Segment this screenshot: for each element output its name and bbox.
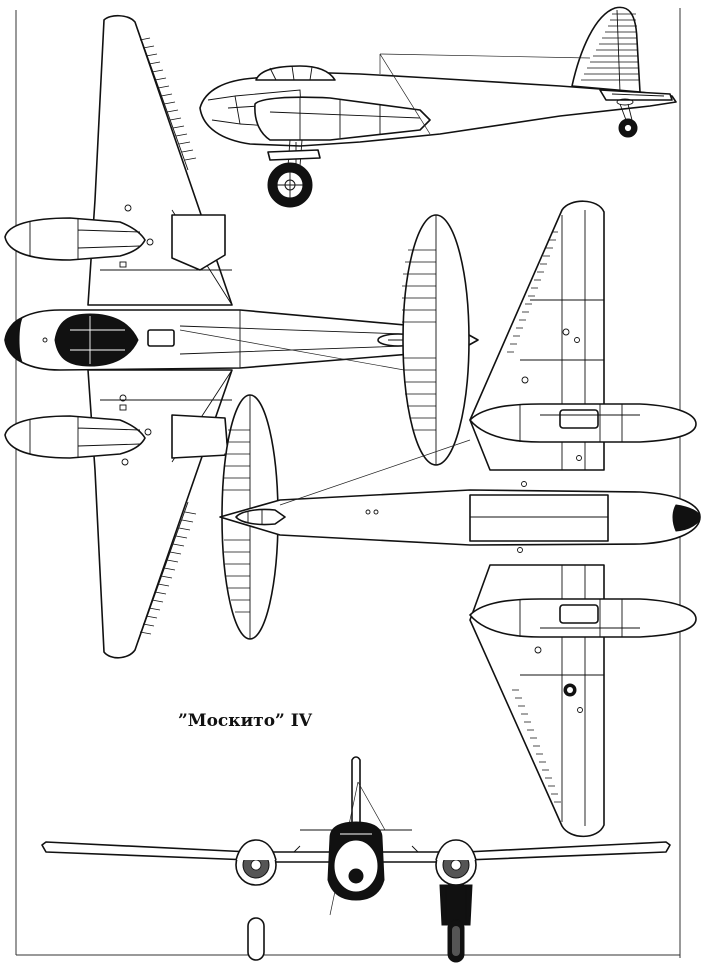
underside-wing-ribs-lower (512, 689, 561, 803)
drawing-title: ”Москито” IV (178, 711, 313, 731)
plan-access-ports (42, 204, 154, 466)
underside-plan-view (219, 200, 701, 838)
plan-nacelle-upper (4, 217, 146, 261)
tailplane-upper (402, 214, 470, 466)
front-left-wheel (247, 917, 265, 961)
side-tail-wheel (618, 103, 638, 138)
side-view (199, 6, 677, 208)
front-right-gear (439, 884, 473, 963)
plan-nacelle-lower (4, 415, 146, 459)
underside-nacelle-lower (469, 598, 697, 638)
plan-wing-ribs-lower (137, 501, 197, 643)
underside-access-ports (517, 328, 583, 713)
underside-nacelle-upper (469, 403, 697, 443)
front-view (41, 756, 671, 963)
front-nacelle-left (235, 839, 277, 886)
plan-wing-ribs-upper (137, 29, 197, 171)
underside-wing-ribs-upper (507, 231, 558, 353)
side-main-gear (267, 139, 321, 208)
front-nacelle-right (435, 839, 477, 886)
sheet-frame (15, 8, 681, 958)
top-plan-view (4, 14, 479, 659)
